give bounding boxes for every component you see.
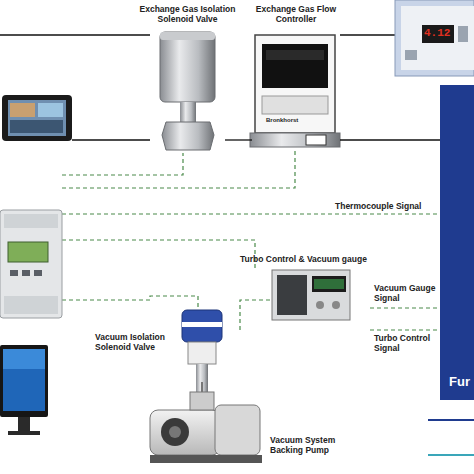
tablet-icon (2, 95, 72, 141)
backing-pump-photo (150, 392, 262, 463)
vacuum-valve-node: Vacuum Isolation Solenoid Valve (95, 305, 230, 382)
legend-lines (428, 420, 474, 455)
brand-logo: Bronkhorst (266, 117, 316, 124)
display-reading: 4.12 (424, 27, 454, 40)
connector (225, 139, 252, 140)
node-label: Fur (449, 375, 474, 390)
signal-label: Turbo Control Signal (374, 334, 436, 354)
vacuum-valve-photo (182, 310, 222, 392)
plc-unit (0, 210, 62, 318)
node-label: Exchange Gas Isolation Solenoid Valve (128, 5, 247, 25)
controller-panel-photo (395, 0, 474, 76)
signal-label: Thermocouple Signal (335, 202, 445, 212)
turbo-controller-photo (272, 270, 350, 320)
furnace-box: Fur (440, 85, 474, 400)
mass-flow-controller-photo (250, 35, 340, 147)
computer-monitor (0, 345, 48, 435)
node-label: Vacuum System Backing Pump (270, 436, 345, 456)
node-label: Vacuum Isolation Solenoid Valve (95, 333, 179, 353)
signal-label: Vacuum Gauge Signal (374, 284, 436, 304)
connector (370, 329, 440, 330)
signal-wires (62, 150, 440, 330)
solenoid-valve-photo (160, 32, 215, 150)
valve-node: Exchange Gas Isolation Solenoid Valve (150, 5, 225, 153)
connector (340, 139, 440, 140)
turbo-node: Turbo Control & Vacuum gauge (240, 255, 370, 335)
pump-node: Vacuum System Backing Pump (145, 392, 345, 468)
controller-node: Exchange Gas Flow Controller (252, 5, 340, 150)
node-label: Turbo Control & Vacuum gauge (240, 255, 390, 265)
connector (201, 382, 203, 392)
connector (370, 307, 440, 308)
node-label: Exchange Gas Flow Controller (242, 5, 350, 25)
